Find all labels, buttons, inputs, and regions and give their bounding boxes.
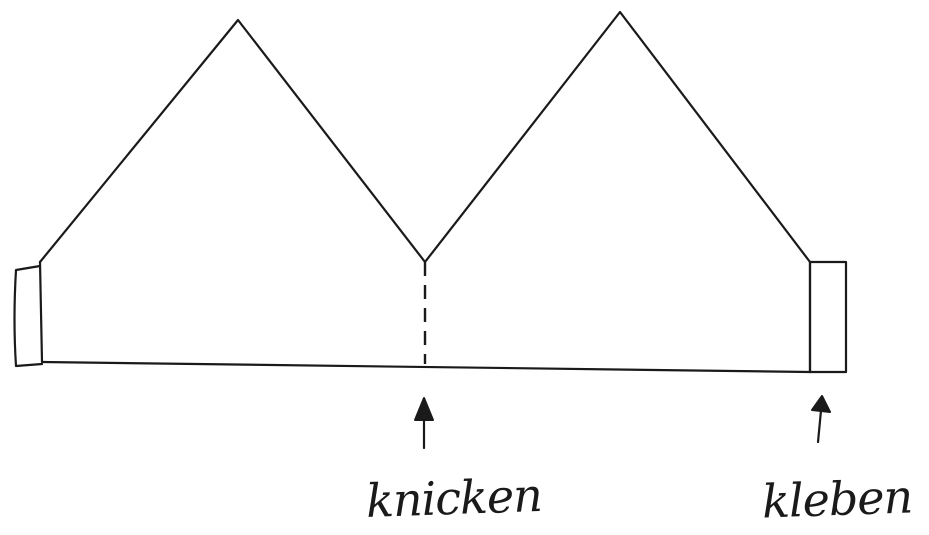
- fold-arrow-icon: [414, 397, 434, 450]
- glue-arrow-icon: [811, 395, 831, 444]
- crown-base-line: [40, 360, 812, 374]
- crown-left-edge: [38, 260, 44, 364]
- crown-outline: [38, 10, 812, 264]
- left-tab: [13, 264, 44, 368]
- glue-label: kleben: [761, 469, 914, 529]
- fold-label: knicken: [365, 467, 543, 529]
- glue-tab: [808, 260, 848, 374]
